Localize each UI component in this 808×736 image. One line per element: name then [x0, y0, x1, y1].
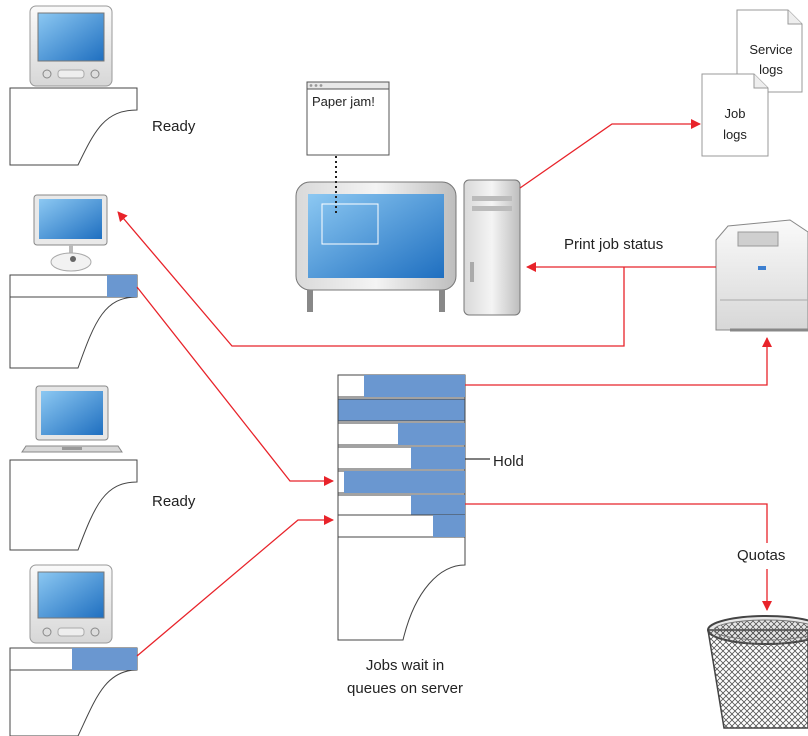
- flow-arrows: [117, 119, 772, 657]
- arrow-client-2-to-queue: [136, 286, 334, 486]
- client-2-job-bar: [107, 275, 137, 297]
- client-1-queue-page: [9, 87, 138, 166]
- server-tower: [463, 179, 521, 316]
- jobs-wait-label-1: Jobs wait in: [365, 657, 445, 674]
- tower-icon: [463, 179, 521, 316]
- server-queue: [337, 374, 466, 641]
- hold-label: Hold: [493, 453, 524, 470]
- paper-jam-message: Paper jam!: [312, 94, 375, 109]
- queue-job-5: [344, 471, 465, 493]
- queue-job-1: [364, 375, 465, 397]
- job-logs-doc: [701, 73, 769, 157]
- printer: [715, 219, 808, 332]
- printer-icon: [715, 219, 808, 331]
- jobs-wait-label-2: queues on server: [347, 680, 463, 697]
- ready-label-top: Ready: [152, 118, 196, 135]
- server-display: [295, 181, 457, 312]
- client-laptop-3: [21, 385, 123, 453]
- trash-can: [707, 615, 808, 729]
- client-4-job-bar: [72, 648, 137, 670]
- queue-job-4-held: [411, 447, 465, 469]
- paper-jam-dialog: [306, 81, 390, 156]
- ready-label-mid: Ready: [152, 493, 196, 510]
- print-job-status-label: Print job status: [564, 236, 664, 253]
- arrow-server-to-logs: [519, 119, 701, 189]
- arrow-queue-to-trash: [465, 503, 772, 611]
- quotas-label: Quotas: [737, 547, 786, 564]
- arrow-status-to-client-2: [117, 211, 625, 347]
- queue-job-2: [337, 398, 466, 422]
- queue-job-3: [398, 423, 465, 445]
- client-emac-4: [29, 564, 113, 644]
- dialog-window: [306, 81, 390, 156]
- job-logs-icon: [701, 73, 769, 157]
- job-logs-label-1: Job: [724, 106, 746, 121]
- arrow-client-4-to-queue: [136, 515, 334, 657]
- service-logs-label-1: Service: [749, 42, 793, 57]
- client-imac-2: [33, 194, 108, 272]
- service-logs-label-2: logs: [759, 62, 783, 77]
- client-3-queue-page: [9, 459, 138, 551]
- client-emac-1: [29, 5, 113, 87]
- job-logs-label-2: logs: [723, 127, 747, 142]
- queue-job-7: [433, 515, 465, 537]
- queue-job-6: [411, 495, 465, 515]
- arrow-queue-to-printer: [465, 337, 772, 386]
